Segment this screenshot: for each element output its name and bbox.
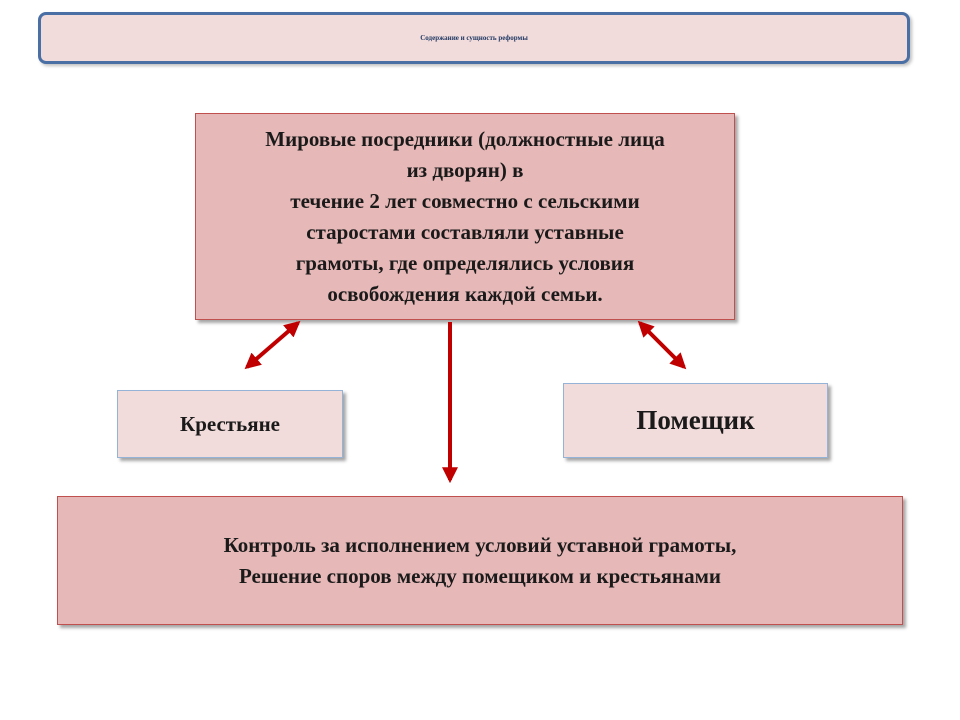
mediators-text: Мировые посредники (должностные лица из …	[265, 124, 664, 310]
mediators-line: из дворян) в	[406, 157, 524, 182]
arrow-to-landowner	[637, 320, 687, 370]
mediators-line: старостами составляли уставные	[306, 219, 624, 244]
mediators-line: Мировые посредники (должностные лица	[265, 126, 665, 151]
duties-line: Контроль за исполнением условий уставной…	[223, 532, 737, 557]
mediators-box: Мировые посредники (должностные лица из …	[195, 113, 735, 320]
title-banner: Содержание и сущность реформы	[38, 12, 910, 64]
mediators-line: грамоты, где определялись условия	[295, 250, 635, 275]
duties-text: Контроль за исполнением условий уставной…	[224, 530, 737, 592]
landowner-box: Помещик	[563, 383, 828, 458]
duties-box: Контроль за исполнением условий уставной…	[57, 496, 903, 625]
mediators-line: освобождения каждой семьи.	[327, 281, 603, 306]
slide-title: Содержание и сущность реформы	[420, 34, 528, 42]
duties-line: Решение споров между помещиком и крестья…	[238, 563, 721, 588]
peasants-label: Крестьяне	[179, 411, 280, 436]
arrow-to-peasants	[244, 320, 301, 370]
mediators-line: течение 2 лет совместно с сельскими	[290, 188, 640, 213]
landowner-label: Помещик	[636, 405, 755, 435]
peasants-box: Крестьяне	[117, 390, 343, 458]
